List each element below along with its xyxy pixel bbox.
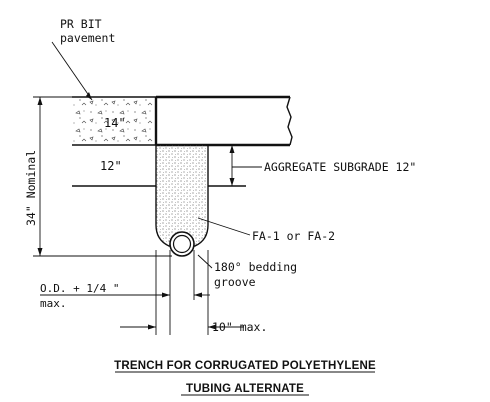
pavement-leader	[51, 41, 93, 101]
pavement-label-line2: pavement	[60, 31, 115, 45]
od-label-line2: max.	[40, 297, 67, 310]
total-depth-dimension	[33, 96, 172, 257]
title-line1: TRENCH FOR CORRUGATED POLYETHYLENE	[114, 360, 376, 372]
pavement-label-line1: PR BIT	[60, 17, 102, 31]
pavement-layer	[72, 96, 156, 145]
width-dimensions	[40, 250, 244, 335]
aggregate-dimension	[229, 145, 262, 186]
backfill-callout: FA-1 or FA-2	[252, 229, 335, 243]
bedding-leader	[197, 254, 213, 269]
bedding-label-line1: 180° bedding	[214, 260, 297, 274]
bedding-label-line2: groove	[214, 275, 256, 289]
pavement-slab	[154, 95, 293, 147]
title-line2: TUBING ALTERNATE	[186, 383, 304, 395]
pipe	[169, 231, 195, 257]
trench-backfill	[155, 145, 209, 247]
aggregate-depth-label: 12"	[100, 159, 122, 173]
width-max-label: 10" max.	[212, 320, 267, 334]
aggregate-callout: AGGREGATE SUBGRADE 12"	[264, 160, 416, 174]
total-depth-label: 34" Nominal	[24, 150, 38, 226]
pavement-depth-label: 14"	[104, 116, 126, 130]
od-label-line1: O.D. + 1/4 "	[40, 282, 119, 295]
backfill-leader	[197, 217, 251, 236]
